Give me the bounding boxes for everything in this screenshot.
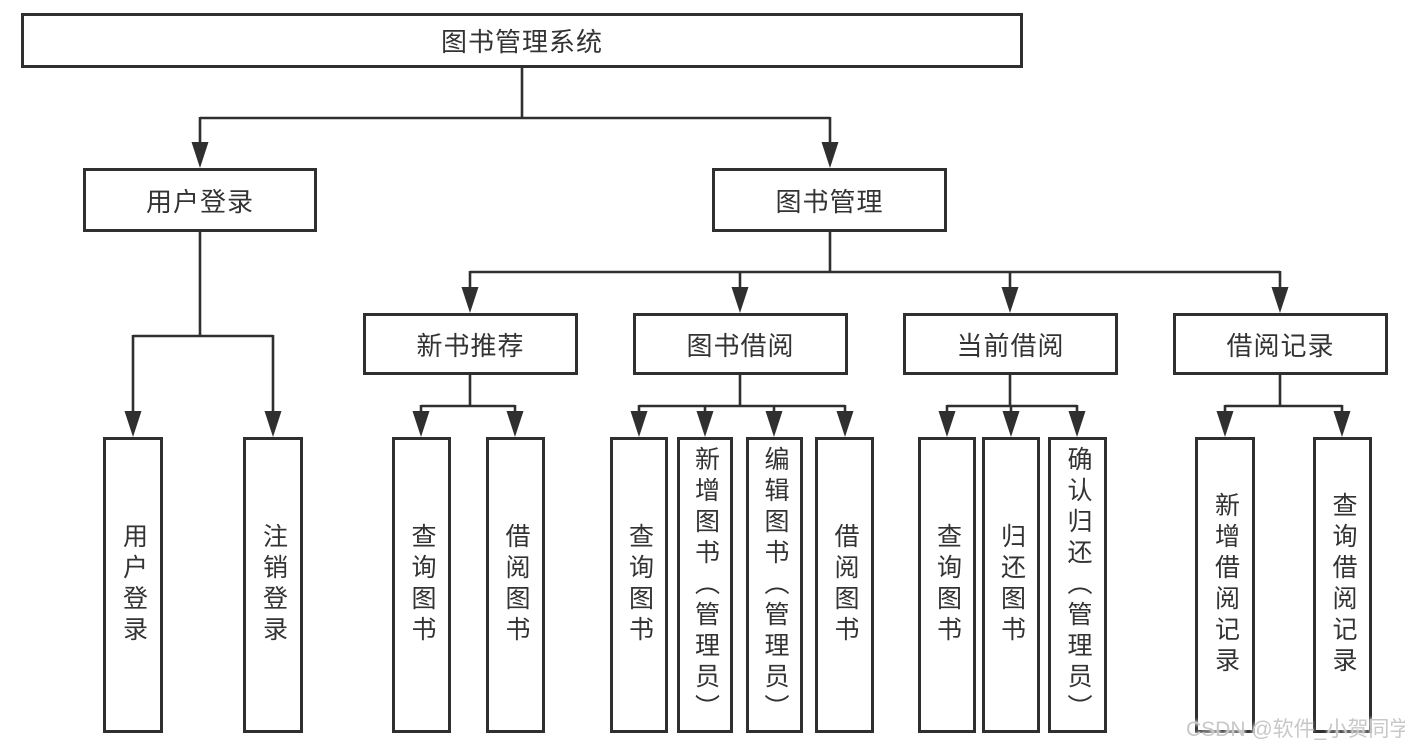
leaf-label: 查询图书 bbox=[408, 523, 436, 647]
leaf-label: 查询图书 bbox=[625, 523, 654, 647]
leaf-label: 借阅图书 bbox=[502, 523, 530, 647]
leaf-add-book-admin: 新增图书（管理员） bbox=[677, 437, 733, 733]
leaf-borrow-books-2: 借阅图书 bbox=[815, 437, 874, 733]
leaf-label: 用户登录 bbox=[119, 523, 148, 647]
node-user-login: 用户登录 bbox=[83, 168, 317, 232]
leaf-label: 归还图书 bbox=[997, 523, 1026, 647]
leaf-label: 新增图书（管理员） bbox=[691, 445, 720, 725]
leaf-logout: 注销登录 bbox=[243, 437, 303, 733]
arrowheads bbox=[124, 142, 1351, 437]
leaf-label: 查询借阅记录 bbox=[1329, 492, 1357, 678]
leaf-user-login: 用户登录 bbox=[103, 437, 163, 733]
leaf-label: 编辑图书（管理员） bbox=[761, 445, 789, 725]
leaf-label: 注销登录 bbox=[259, 523, 288, 647]
leaf-query-books-3: 查询图书 bbox=[918, 437, 976, 733]
leaf-label: 新增借阅记录 bbox=[1211, 492, 1240, 678]
leaf-add-borrow-record: 新增借阅记录 bbox=[1195, 437, 1255, 733]
leaf-query-books-2: 查询图书 bbox=[610, 437, 668, 733]
leaf-label: 确认归还（管理员） bbox=[1064, 445, 1092, 725]
csdn-watermark: CSDN @软件_小贺同学 bbox=[1186, 718, 1405, 741]
leaf-query-borrow-record: 查询借阅记录 bbox=[1313, 437, 1372, 733]
leaf-label: 借阅图书 bbox=[831, 523, 859, 647]
node-current-borrow: 当前借阅 bbox=[903, 313, 1118, 375]
leaf-edit-book-admin: 编辑图书（管理员） bbox=[746, 437, 803, 733]
leaf-return-book: 归还图书 bbox=[982, 437, 1040, 733]
node-borrow-records: 借阅记录 bbox=[1173, 313, 1388, 375]
node-root: 图书管理系统 bbox=[21, 13, 1023, 68]
leaf-query-books-1: 查询图书 bbox=[392, 437, 451, 733]
node-new-book-recommend: 新书推荐 bbox=[363, 313, 578, 375]
node-book-borrow: 图书借阅 bbox=[633, 313, 848, 375]
leaf-borrow-books-1: 借阅图书 bbox=[486, 437, 545, 733]
node-book-management: 图书管理 bbox=[712, 168, 947, 232]
leaf-label: 查询图书 bbox=[933, 523, 962, 647]
leaf-confirm-return-admin: 确认归还（管理员） bbox=[1048, 437, 1107, 733]
